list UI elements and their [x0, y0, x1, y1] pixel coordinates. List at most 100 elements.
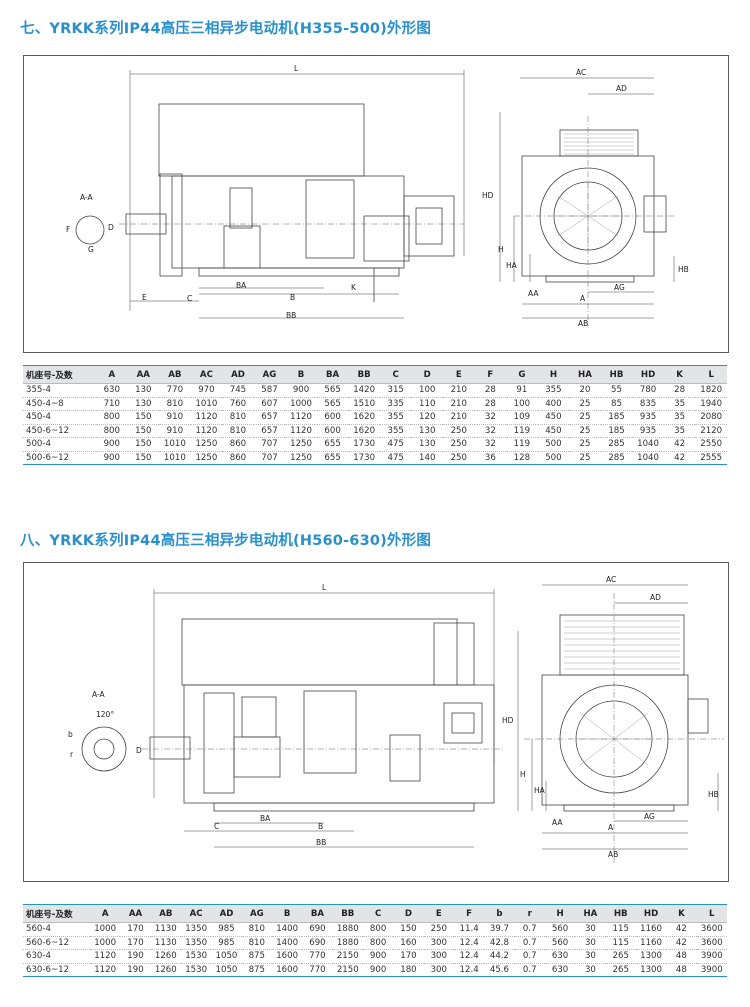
table-cell: 180	[393, 963, 424, 977]
table-header-cell: L	[695, 365, 727, 384]
dim-label-K: K	[351, 283, 357, 292]
table-cell: 860	[222, 451, 254, 465]
table-cell: 565	[316, 383, 349, 398]
table-cell: 1000	[90, 922, 121, 937]
table-cell: 1530	[180, 949, 212, 964]
table-cell: 910	[159, 424, 191, 438]
table-cell: 140	[411, 451, 444, 465]
table-cell: 1300	[635, 949, 667, 964]
table-cell: 32	[474, 424, 507, 438]
table-cell: 560	[544, 922, 576, 937]
dim-label-HB: HB	[708, 790, 719, 799]
section-label-A-A: A-A	[92, 690, 106, 699]
table-cell: 1820	[695, 383, 727, 398]
table-row: 630-4 1120 190 1260 1530 1050 875 1600 7…	[23, 949, 727, 964]
table-cell: 1130	[150, 936, 181, 950]
table-cell: 25	[569, 424, 601, 438]
table-cell: 2550	[695, 437, 727, 452]
dim-label-F: F	[66, 225, 70, 234]
table-cell: 1160	[635, 922, 667, 937]
table-cell: 760	[222, 397, 254, 411]
table-cell: 42	[666, 922, 697, 937]
table-cell: 1730	[348, 451, 380, 465]
table-cell: 150	[127, 424, 160, 438]
table-cell: 1940	[695, 397, 727, 411]
table-cell: 1120	[190, 424, 223, 438]
table-cell: 657	[253, 410, 286, 425]
dim-label-G: G	[88, 245, 94, 254]
dim-label-BA: BA	[236, 281, 247, 290]
table-cell: 35	[663, 424, 696, 438]
table-cell: 30	[575, 936, 606, 950]
table-cell: 780	[632, 383, 664, 398]
table-cell: 630-4	[23, 949, 90, 964]
table-cell: 630	[544, 963, 576, 977]
table-cell: 28	[474, 397, 507, 411]
table-header-cell: BB	[332, 904, 363, 923]
table-cell: 355	[379, 424, 412, 438]
table-cell: 42	[666, 936, 697, 950]
table-header-cell: 机座号-及数	[23, 904, 90, 923]
table-cell: 42	[663, 451, 696, 465]
table-header-cell: E	[443, 365, 475, 384]
table-cell: 0.7	[514, 963, 545, 977]
table-cell: 1880	[332, 936, 363, 950]
dim-label-L: L	[294, 64, 299, 73]
table-header-cell: AA	[127, 365, 160, 384]
table-cell: 265	[605, 963, 636, 977]
table-header-cell: AD	[211, 904, 242, 923]
table-cell: 300	[423, 963, 454, 977]
table-cell: 935	[632, 424, 664, 438]
dim-label-AG: AG	[614, 283, 625, 292]
table-header-cell: AD	[222, 365, 254, 384]
table-cell: 355	[379, 410, 412, 425]
table-header-cell: F	[474, 365, 507, 384]
table-row: 560-6~12 1000 170 1130 1350 985 810 1400…	[23, 936, 727, 950]
table-header-cell: AA	[120, 904, 151, 923]
table-cell: 745	[222, 383, 254, 398]
table-header-cell: HA	[569, 365, 601, 384]
table-cell: 185	[600, 410, 633, 425]
table-header-cell: A	[90, 904, 121, 923]
table-cell: 1120	[285, 410, 317, 425]
table-cell: 185	[600, 424, 633, 438]
dim-label-AA: AA	[528, 289, 539, 298]
table-row: 560-4 1000 170 1130 1350 985 810 1400 69…	[23, 922, 727, 937]
table-cell: 655	[316, 437, 349, 452]
table-cell: 1250	[190, 437, 223, 452]
table-cell: 300	[423, 949, 454, 964]
dim-label-B: B	[318, 822, 323, 831]
table-cell: 970	[190, 383, 223, 398]
table-cell: 2120	[695, 424, 727, 438]
dim-label-AB: AB	[578, 319, 588, 328]
table-cell: 130	[411, 424, 444, 438]
table-cell: 28	[663, 383, 696, 398]
table-cell: 810	[241, 922, 272, 937]
table-cell: 1050	[211, 949, 242, 964]
table-cell: 1160	[635, 936, 667, 950]
table-cell: 1260	[150, 949, 181, 964]
table-cell: 560-6~12	[23, 936, 90, 950]
table-cell: 560	[544, 936, 576, 950]
table-cell: 109	[506, 410, 538, 425]
dim-label-D: D	[136, 746, 142, 755]
table-cell: 48	[666, 963, 697, 977]
table-cell: 835	[632, 397, 664, 411]
table-cell: 1050	[211, 963, 242, 977]
table-cell: 12.4	[453, 936, 485, 950]
table-row: 450-6~12 800 150 910 1120 810 657 1120 6…	[23, 424, 727, 438]
table-cell: 800	[96, 410, 128, 425]
table-cell: 1250	[285, 451, 317, 465]
section-title-h560-630: 八、YRKK系列IP44高压三相异步电动机(H560-630)外形图	[20, 533, 432, 549]
table-cell: 1350	[180, 936, 212, 950]
table-cell: 1400	[271, 922, 303, 937]
dim-label-BB: BB	[286, 311, 296, 320]
table-cell: 560-4	[23, 922, 90, 937]
table-header-cell: AC	[190, 365, 223, 384]
table-cell: 500-6~12	[23, 451, 96, 465]
dim-label-BA: BA	[260, 814, 271, 823]
table-cell: 1040	[632, 451, 664, 465]
dim-label-E: E	[142, 293, 147, 302]
table-header-cell: BB	[348, 365, 380, 384]
table-cell: 120	[411, 410, 444, 425]
